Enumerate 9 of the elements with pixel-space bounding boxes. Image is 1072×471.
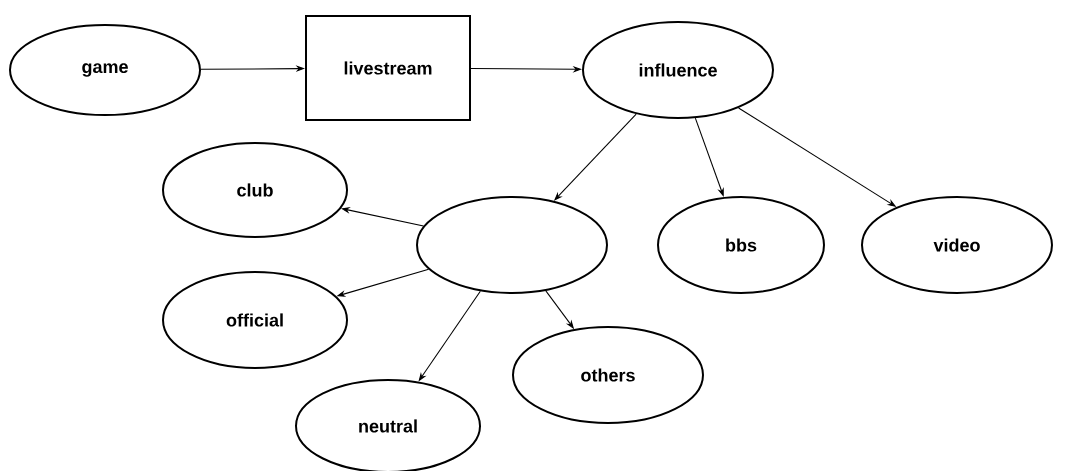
ellipse-node: official: [162, 271, 348, 369]
ellipse-node: [416, 196, 608, 294]
process-box: livestream: [305, 15, 471, 121]
ellipse-node: club: [162, 142, 348, 238]
ellipse-node: video: [861, 196, 1053, 294]
ellipse-node: game: [9, 24, 201, 116]
ellipse-node: influence: [582, 21, 774, 119]
ellipse-node: others: [512, 326, 704, 424]
ellipse-node: bbs: [657, 196, 825, 294]
